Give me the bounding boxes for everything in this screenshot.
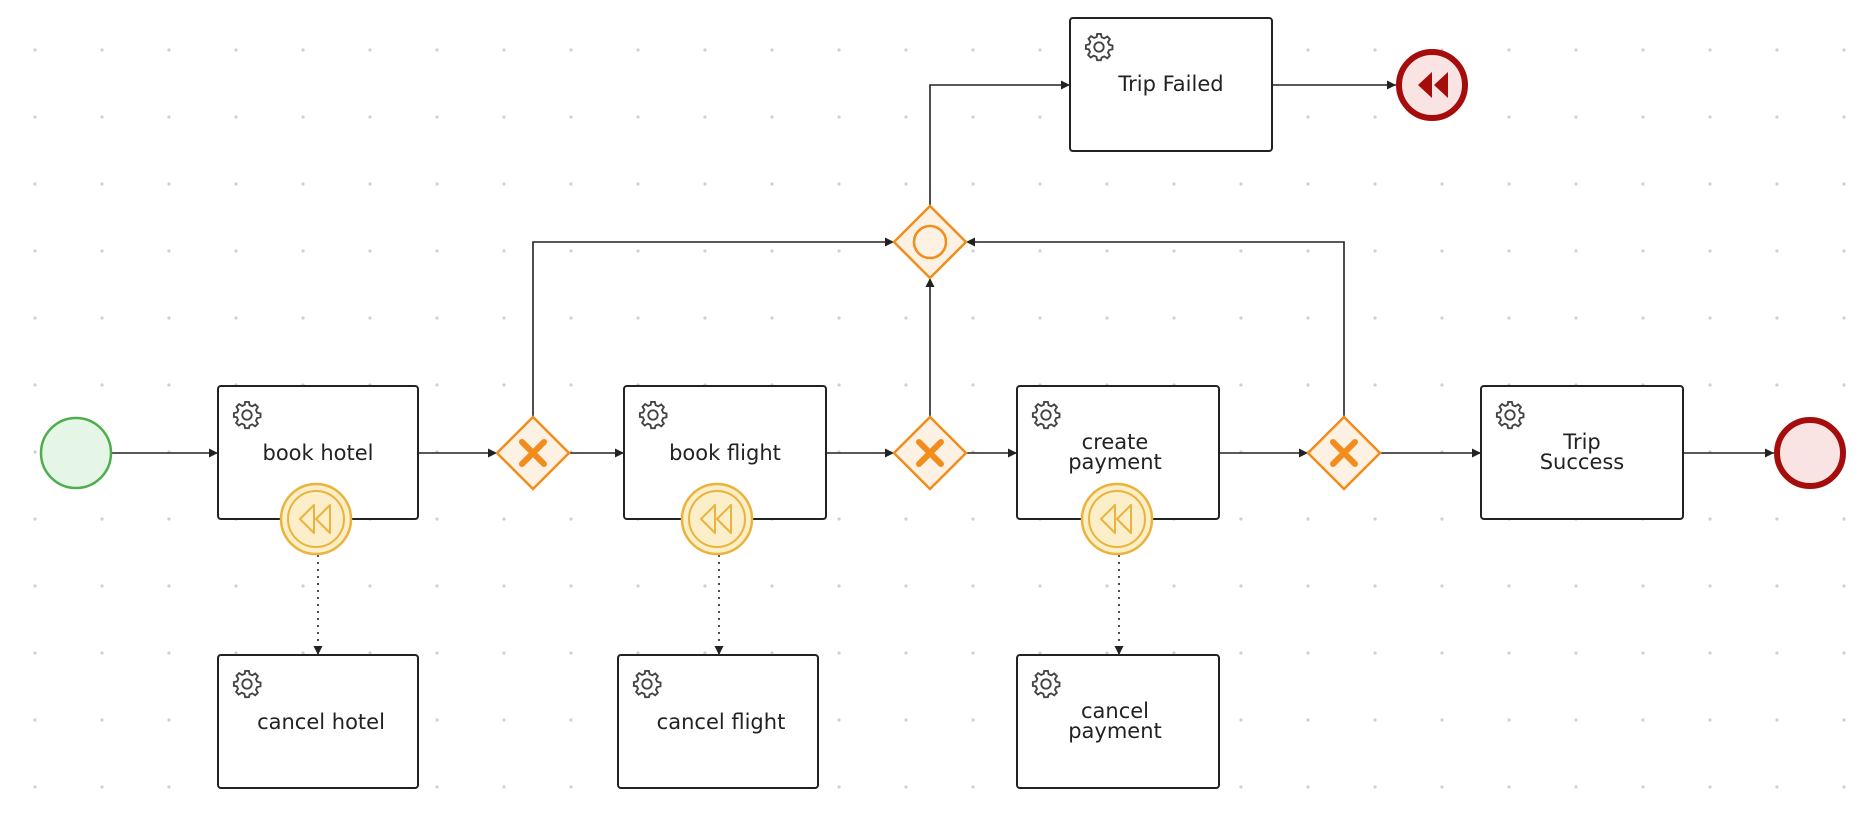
task-cancel-hotel[interactable]: cancel hotel [217, 654, 419, 789]
task-trip-failed[interactable]: Trip Failed [1069, 17, 1273, 152]
x-icon [1330, 439, 1358, 467]
exclusive-gateway-1[interactable] [495, 415, 571, 491]
compensation-rewind-icon [1100, 504, 1132, 534]
task-label-line-1: Trip [1562, 430, 1601, 454]
task-label-line-1: create [1082, 430, 1149, 454]
task-label: book flight [669, 441, 781, 465]
task-label-line-2: payment [1068, 450, 1162, 474]
flow-gateway-1-to-inclusive-gateway[interactable] [532, 237, 894, 417]
rewind-icon [1418, 72, 1448, 98]
task-label: Trip Failed [1117, 72, 1223, 96]
compensation-end-event[interactable] [1396, 49, 1468, 121]
task-label-line-2: payment [1068, 719, 1162, 743]
start-event[interactable] [39, 416, 113, 490]
inclusive-gateway[interactable] [892, 204, 968, 280]
task-cancel-flight[interactable]: cancel flight [617, 654, 819, 789]
compensation-rewind-icon [700, 504, 732, 534]
task-label: book hotel [262, 441, 373, 465]
task-trip-success[interactable]: Trip Success [1480, 385, 1684, 520]
task-cancel-payment[interactable]: cancel payment [1016, 654, 1220, 789]
task-label: cancel flight [657, 710, 786, 734]
compensation-boundary-event-payment[interactable] [1080, 482, 1154, 556]
end-event[interactable] [1774, 417, 1846, 489]
compensation-boundary-event-hotel[interactable] [279, 482, 353, 556]
task-label-line-2: Success [1540, 450, 1625, 474]
x-icon [519, 439, 547, 467]
task-label-line-1: cancel [1081, 699, 1149, 723]
compensation-associations [313, 555, 1124, 655]
sequence-flows [112, 80, 1774, 458]
task-label: cancel hotel [257, 710, 385, 734]
circle-icon [912, 224, 948, 260]
compensation-boundary-event-flight[interactable] [680, 482, 754, 556]
task-create-payment[interactable]: create payment [1016, 385, 1220, 520]
flow-inclusive-gateway-to-trip-failed[interactable] [929, 80, 1070, 206]
exclusive-gateway-2[interactable] [892, 415, 968, 491]
x-icon [916, 439, 944, 467]
task-book-flight[interactable]: book flight [623, 385, 827, 520]
flow-gateway-3-to-inclusive-gateway[interactable] [966, 237, 1345, 417]
task-book-hotel[interactable]: book hotel [217, 385, 419, 520]
exclusive-gateway-3[interactable] [1306, 415, 1382, 491]
compensation-rewind-icon [299, 504, 331, 534]
